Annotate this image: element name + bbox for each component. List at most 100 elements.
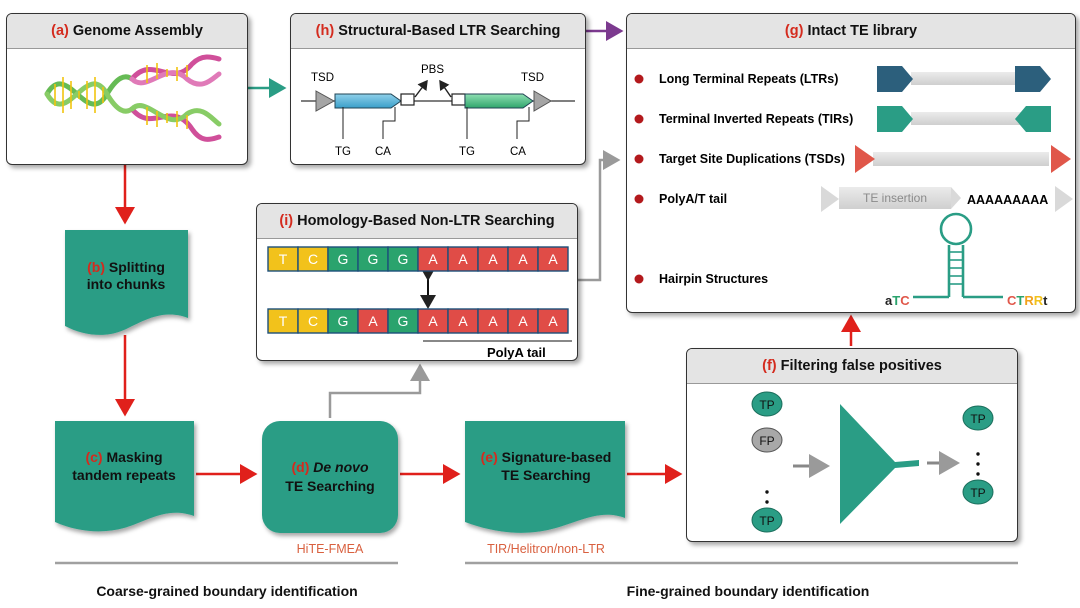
step-e-line2: TE Searching (501, 467, 590, 483)
te-feature-list: Long Terminal Repeats (LTRs) Terminal In… (634, 66, 1073, 308)
true-positive-node: TP (751, 507, 783, 533)
step-e-signature (465, 421, 625, 533)
svg-text:G: G (368, 251, 379, 267)
nucleotide-cell: C (297, 308, 329, 334)
svg-text:A: A (458, 313, 468, 329)
arrow-d-to-i (328, 363, 430, 418)
step-d-sublabel: HiTE-FMEA (297, 542, 364, 556)
svg-text:TP: TP (759, 398, 774, 412)
ltr-glyph-left (877, 66, 913, 92)
step-c-line2: tandem repeats (72, 467, 176, 483)
tir-glyph-right (1015, 106, 1051, 132)
pbs-label: PBS (421, 64, 444, 76)
nucleotide-cell: T (267, 246, 299, 272)
nucleotide-cell: A (477, 308, 509, 334)
hairpin-left-seq: aTC (885, 293, 910, 308)
tir-glyph-left (877, 106, 913, 132)
true-positive-node: TP (962, 479, 994, 505)
polya-tail-label: PolyA tail (487, 345, 546, 360)
svg-text:FP: FP (759, 434, 774, 448)
true-positive-node: TP (962, 405, 994, 431)
polya-seq: AAAAAAAAA (967, 193, 1048, 207)
ltr-glyph-right (1015, 66, 1051, 92)
tsd-left-triangle (315, 90, 336, 112)
step-e-line1: (e) Signature-based (481, 449, 612, 465)
svg-text:G: G (338, 251, 349, 267)
bullet-ltr (634, 74, 644, 84)
svg-text:TP: TP (759, 514, 774, 528)
pbs-box-right (451, 93, 466, 106)
svg-text:A: A (488, 251, 498, 267)
polya-glyph-mid (951, 187, 961, 209)
step-c-line1: (c) Masking (85, 449, 162, 465)
svg-text:A: A (428, 251, 438, 267)
nucleotide-cell: G (387, 308, 419, 334)
nucleotide-cell: A (417, 308, 449, 334)
nucleotide-cell: C (297, 246, 329, 272)
panel-genome-assembly: (a) Genome Assembly (6, 13, 248, 165)
svg-text:G: G (398, 313, 409, 329)
panel-intact-te-library: (g) Intact TE library Long Terminal Repe… (626, 13, 1076, 313)
tsd-glyph-bar (873, 152, 1049, 166)
panel-structural-ltr: (h) Structural-Based LTR Searching TSD P… (290, 13, 586, 165)
hairpin-right-seq: CTRRt (1007, 293, 1048, 308)
ca-label-1: CA (375, 146, 391, 158)
bullet-tsd (634, 154, 644, 164)
ltr-glyph-bar (911, 72, 1023, 85)
svg-text:A: A (518, 313, 528, 329)
tg-label-2: TG (459, 146, 475, 158)
pbs-box-left (400, 93, 415, 106)
step-e-sublabel: TIR/Helitron/non-LTR (487, 542, 605, 556)
funnel-icon (840, 404, 919, 524)
bullet-tir (634, 114, 644, 124)
svg-text:A: A (518, 251, 528, 267)
svg-text:G: G (398, 251, 409, 267)
nucleotide-cell: A (447, 308, 479, 334)
nucleotide-cell: A (507, 246, 539, 272)
ltr-left-bar (334, 93, 402, 109)
svg-text:A: A (368, 313, 378, 329)
polya-glyph-right (1055, 186, 1073, 212)
nucleotide-cell: A (417, 246, 449, 272)
svg-text:A: A (428, 313, 438, 329)
polya-glyph-left (821, 186, 839, 212)
nucleotide-cell: G (327, 308, 359, 334)
bullet-hairpin (634, 274, 644, 284)
tsd-glyph-left (855, 145, 875, 173)
item-hairpin: Hairpin Structures (659, 272, 768, 286)
false-positive-node: FP (751, 427, 783, 453)
footer-left: Coarse-grained boundary identification (96, 583, 357, 599)
nucleotide-cell: A (447, 246, 479, 272)
nucleotide-cell: G (327, 246, 359, 272)
tsd-right-triangle (533, 90, 552, 112)
nucleotide-cell: A (507, 308, 539, 334)
item-tsd: Target Site Duplications (TSDs) (659, 152, 845, 166)
panel-h-title: (h) Structural-Based LTR Searching (291, 14, 585, 49)
panel-f-title: (f) Filtering false positives (687, 349, 1017, 384)
item-tir: Terminal Inverted Repeats (TIRs) (659, 112, 853, 126)
nucleotide-cell: A (357, 308, 389, 334)
panel-g-title: (g) Intact TE library (627, 14, 1075, 49)
step-d-line2: TE Searching (285, 478, 374, 494)
svg-text:C: C (308, 313, 318, 329)
nucleotide-cell: G (357, 246, 389, 272)
ca-label-2: CA (510, 146, 526, 158)
nucleotide-cell: A (477, 246, 509, 272)
svg-text:A: A (458, 251, 468, 267)
nucleotide-cell: A (537, 308, 569, 334)
bullet-polya (634, 194, 644, 204)
nucleotide-cell: G (387, 246, 419, 272)
svg-text:C: C (308, 251, 318, 267)
panel-homology-non-ltr: (i) Homology-Based Non-LTR Searching Pol… (256, 203, 578, 361)
tsd-left-label: TSD (311, 72, 334, 84)
tsd-glyph-right (1051, 145, 1071, 173)
nucleotide-cell: T (267, 308, 299, 334)
step-b-line2: into chunks (87, 276, 166, 292)
true-positive-node: TP (751, 391, 783, 417)
svg-text:A: A (548, 251, 558, 267)
svg-text:T: T (279, 251, 288, 267)
ltr-right-bar (464, 93, 534, 109)
hairpin-icon (913, 212, 1003, 299)
